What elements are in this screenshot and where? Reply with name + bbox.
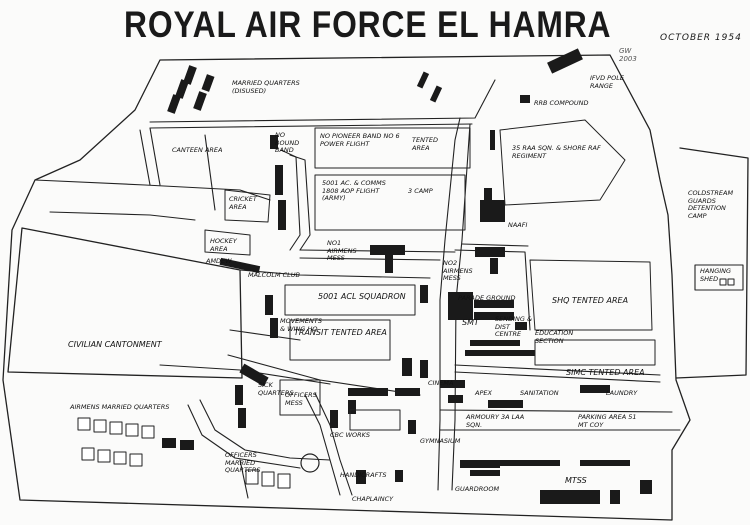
label-rrb-compound: RRB COMPOUND: [534, 99, 589, 107]
map-title: ROYAL AIR FORCE EL HAMRA: [124, 4, 612, 45]
label-naafi: NAAFI: [508, 221, 528, 229]
label-canteen-area: CANTEEN AREA: [172, 146, 223, 154]
label-transit-area: TRANSIT TENTED AREA: [294, 328, 387, 337]
label-mtss: MTSS: [565, 476, 587, 485]
married-quarters-blocks: [77, 278, 735, 489]
label-sanitation: SANITATION: [520, 389, 559, 397]
area-outlines: [204, 119, 656, 431]
label-pioneer-band: No PIONEER BAND No 6 POWER FLIGHT: [320, 132, 400, 148]
label-acw-camp: 5001 AC. & COMMS 1808 AOP FLIGHT (ARMY): [322, 179, 386, 202]
roads: [34, 79, 681, 499]
label-cbc-works: CBC WORKS: [330, 431, 371, 439]
label-smt: SMT: [462, 318, 479, 327]
label-airmens-married: AIRMENS MARRIED QUARTERS: [70, 403, 170, 411]
label-pole-range: IFVD POLE RANGE: [590, 74, 624, 90]
label-gymnasium: GYMNASIUM: [420, 437, 461, 445]
hanging-shed-outline: [694, 264, 744, 291]
label-hockey-area: HOCKEY AREA: [210, 237, 237, 253]
map-date: OCTOBER 1954: [660, 33, 742, 43]
label-coldstream: COLDSTREAM GUARDS DETENTION CAMP: [688, 189, 734, 220]
label-education-section: EDUCATION SECTION: [535, 329, 574, 345]
label-married-quarters: MARRIED QUARTERS (DISUSED): [232, 79, 300, 95]
label-bound-band: No BOUND BAND: [275, 131, 300, 154]
label-sick-quarters: SICK QUARTERS: [258, 381, 294, 397]
label-parade-ground: PARADE GROUND: [458, 294, 516, 302]
label-officers-mess: OFFICERS MESS: [285, 391, 317, 407]
label-amdew: AMDEW: [206, 257, 232, 265]
label-chaplaincy: CHAPLAINCY: [352, 495, 394, 503]
label-squadron-5001: 5001 ACL SQUADRON: [318, 292, 406, 301]
turning-circle: [300, 453, 320, 473]
label-movements: MOVEMENTS & WING HQ: [280, 317, 322, 333]
label-apex: APEX: [475, 389, 492, 397]
label-parking: PARKING AREA 51 MT COY: [578, 413, 637, 429]
camp-perimeter: [2, 54, 691, 521]
label-sending-dist: SENDING & DIST CENTRE: [495, 315, 533, 338]
label-tented-area: TENTED AREA: [412, 136, 439, 152]
civilian-cantonment-outline: [7, 227, 243, 379]
label-three-camp: 3 CAMP: [408, 187, 433, 195]
label-hanging-shed: HANGING SHED: [700, 267, 732, 283]
label-officers-married: OFFICERS MARRIED QUARTERS: [225, 451, 261, 474]
label-tented-area-3: SIMC TENTED AREA: [566, 368, 645, 377]
label-cricket-area: CRICKET AREA: [229, 195, 257, 211]
label-cinema: CINEMA: [428, 379, 454, 387]
label-tented-area-2: SHQ TENTED AREA: [552, 296, 629, 305]
label-armoury: ARMOURY 3A LAA SQN.: [466, 413, 525, 429]
detention-camp-outline: [675, 147, 749, 379]
label-airmens-mess-2: No2 AIRMENS MESS: [443, 259, 473, 282]
label-regt-sqn: 35 RAA SQN. & SHORE RAF REGIMENT: [512, 144, 601, 160]
label-civilian-cantonment: CIVILIAN CANTONMENT: [68, 340, 162, 349]
label-guardroom: GUARDROOM: [455, 485, 500, 493]
buildings: [162, 48, 652, 504]
map-reference-note: GW 2003: [619, 47, 637, 63]
label-airmens-mess-1: No1 AIRMENS MESS: [327, 239, 357, 262]
label-laundry: LAUNDRY: [606, 389, 638, 397]
label-handicrafts: HANDICRAFTS: [340, 471, 387, 479]
label-malcolm-club: MALCOLM CLUB: [248, 271, 301, 279]
